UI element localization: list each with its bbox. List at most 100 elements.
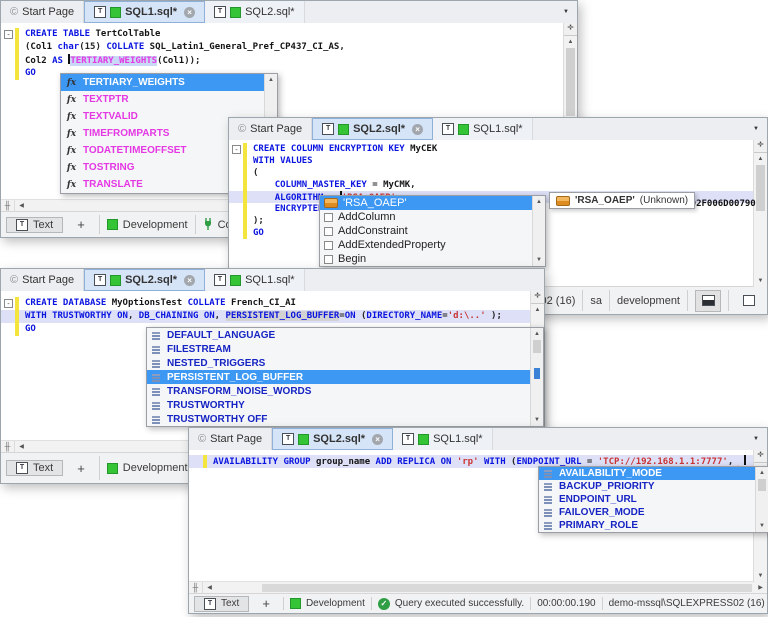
split-editor-handle[interactable]: ╫ [189, 582, 203, 594]
tab-list-dropdown-icon[interactable]: ▼ [753, 436, 759, 442]
scroll-thumb[interactable] [756, 165, 765, 211]
scroll-track[interactable] [564, 48, 577, 188]
completion-item-availability-mode[interactable]: AVAILABILITY_MODE [539, 467, 755, 480]
scroll-track[interactable] [216, 582, 754, 594]
split-editor-handle[interactable]: ╫ [1, 441, 15, 453]
completion-item-default-language[interactable]: DEFAULT_LANGUAGE [147, 328, 530, 342]
fold-marker-icon[interactable]: - [4, 299, 13, 308]
popup-scrollbar[interactable]: ▲ ▼ [755, 467, 768, 532]
layout-split-button[interactable] [695, 289, 721, 312]
scroll-thumb[interactable] [533, 340, 541, 353]
scroll-down-icon[interactable]: ▼ [759, 523, 765, 529]
scroll-up-icon[interactable]: ▲ [534, 307, 541, 313]
new-view-plus-button[interactable]: + [262, 596, 270, 611]
fold-marker-icon[interactable]: - [4, 30, 13, 39]
scroll-down-icon[interactable]: ▼ [534, 417, 540, 423]
code-token: French_CI_AI [230, 298, 296, 308]
scroll-down-icon[interactable]: ▼ [536, 257, 542, 263]
completion-item-primary-role[interactable]: PRIMARY_ROLE [539, 519, 755, 532]
environment-category[interactable]: Development [106, 462, 188, 474]
completion-item-endpoint-url[interactable]: ENDPOINT_URL [539, 493, 755, 506]
tab-start-page[interactable]: ©Start Page [189, 428, 273, 450]
completion-item-filestream[interactable]: FILESTREAM [147, 342, 530, 356]
split-editor-handle[interactable]: ÷ [754, 140, 767, 153]
vertical-scrollbar[interactable]: ÷ ▲ ▼ [753, 140, 767, 287]
split-editor-handle[interactable]: ÷ [531, 291, 544, 304]
completion-item-backup-priority[interactable]: BACKUP_PRIORITY [539, 480, 755, 493]
code-token: ON [344, 311, 356, 321]
scroll-thumb[interactable] [758, 479, 766, 491]
tab-label: SQL1.sql* [245, 274, 295, 286]
completion-item-begin[interactable]: Begin [320, 252, 532, 266]
completion-item-trustworthy-off[interactable]: TRUSTWORTHY OFF [147, 412, 530, 426]
completion-item-rsa-oaep[interactable]: 'RSA_OAEP' [320, 196, 532, 210]
split-editor-handle[interactable]: ÷ [754, 450, 767, 463]
scroll-left-icon[interactable]: ◀ [207, 585, 212, 591]
tab-list-dropdown-icon[interactable]: ▼ [563, 9, 569, 15]
new-view-plus-button[interactable]: + [77, 217, 85, 232]
scroll-thumb[interactable] [262, 584, 752, 592]
fold-marker-icon[interactable]: - [232, 145, 241, 154]
code-token: Col1 [30, 42, 53, 52]
scroll-up-icon[interactable]: ▲ [757, 156, 764, 162]
environment-category[interactable]: Development [106, 219, 188, 231]
scroll-thumb[interactable] [566, 48, 575, 116]
scroll-down-icon[interactable]: ▼ [757, 278, 764, 284]
close-tab-icon[interactable]: × [184, 6, 196, 18]
environment-category[interactable]: Development [289, 598, 365, 609]
close-tab-icon[interactable]: × [184, 274, 196, 286]
horizontal-scrollbar[interactable]: ╫ ◀ ▶ [189, 581, 767, 594]
scroll-right-icon[interactable]: ▶ [758, 585, 763, 591]
scroll-track[interactable] [754, 165, 767, 275]
scroll-up-icon[interactable]: ▲ [567, 39, 574, 45]
tab-start-page[interactable]: ©Start Page [1, 269, 85, 291]
completion-item-persistent-log-buffer[interactable]: PERSISTENT_LOG_BUFFER [147, 370, 530, 384]
popup-scrollbar[interactable]: ▲ ▼ [532, 196, 545, 266]
scroll-up-icon[interactable]: ▲ [268, 77, 274, 83]
scroll-down-icon[interactable]: ▼ [757, 573, 764, 579]
code-line: GO [1, 323, 544, 336]
tab-start-page[interactable]: ©Start Page [1, 1, 85, 23]
completion-item-trustworthy[interactable]: TRUSTWORTHY [147, 398, 530, 412]
completion-item-addextendedproperty[interactable]: AddExtendedProperty [320, 238, 532, 252]
query-status-label: Query executed successfully. [394, 598, 525, 609]
scroll-left-icon[interactable]: ◀ [19, 203, 24, 209]
split-editor-handle[interactable]: ╫ [1, 200, 15, 212]
completion-item-nested-triggers[interactable]: NESTED_TRIGGERS [147, 356, 530, 370]
popup-scrollbar[interactable]: ▲ ▼ [530, 328, 543, 426]
scroll-up-icon[interactable]: ▲ [534, 331, 540, 337]
close-tab-icon[interactable]: × [372, 433, 384, 445]
completion-item-failover-mode[interactable]: FAILOVER_MODE [539, 506, 755, 519]
layout-single-button[interactable] [736, 290, 762, 312]
code-token: , [214, 311, 226, 321]
scroll-up-icon[interactable]: ▲ [536, 199, 542, 205]
completion-item-addconstraint[interactable]: AddConstraint [320, 224, 532, 238]
tab-start-page[interactable]: ©Start Page [229, 118, 313, 140]
scroll-left-icon[interactable]: ◀ [19, 444, 24, 450]
tab-list-dropdown-icon[interactable]: ▼ [753, 126, 759, 132]
new-view-plus-button[interactable]: + [77, 460, 85, 476]
split-editor-handle[interactable]: ÷ [564, 23, 577, 36]
completion-item-addcolumn[interactable]: AddColumn [320, 210, 532, 224]
completion-item-transform-noise-words[interactable]: TRANSFORM_NOISE_WORDS [147, 384, 530, 398]
close-tab-icon[interactable]: × [412, 123, 424, 135]
scroll-up-icon[interactable]: ▲ [759, 470, 765, 476]
